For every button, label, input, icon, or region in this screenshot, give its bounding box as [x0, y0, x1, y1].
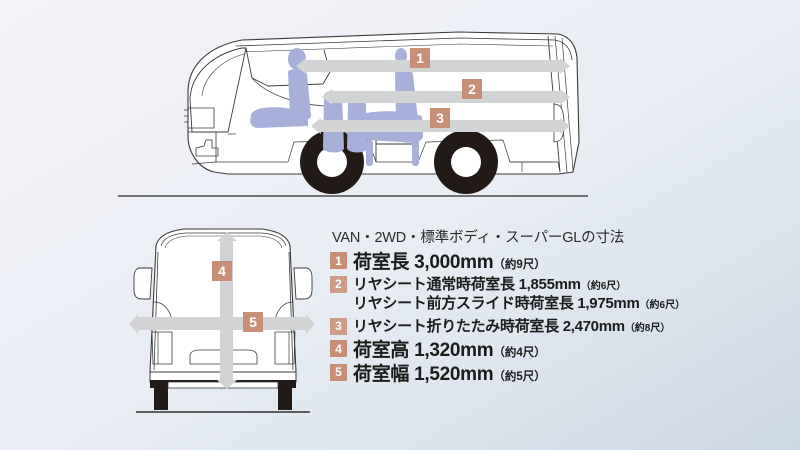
spec-label-4: 荷室高: [353, 340, 410, 362]
spec-row-1: 1 荷室長 3,000mm（約9尺）: [330, 252, 790, 274]
spec-row-2: 2 リヤシート通常時荷室長 1,855mm（約6尺）: [330, 275, 790, 294]
spec-text-1: 荷室長 3,000mm（約9尺）: [353, 252, 546, 274]
spec-badge-5: 5: [330, 363, 347, 381]
spec-value-3: 2,470mm: [562, 317, 625, 335]
spec-badge-3: 3: [330, 317, 347, 335]
spec-text-2: リヤシート通常時荷室長 1,855mm（約6尺）: [353, 276, 626, 294]
marker-badge-4: 4: [212, 261, 232, 281]
spec-text-2b: リヤシート前方スライド時荷室長 1,975mm（約6尺）: [353, 295, 685, 313]
spec-value-2b: 1,975mm: [577, 295, 640, 313]
spec-value-5: 1,520mm: [414, 363, 494, 385]
spec-note-1: （約9尺）: [493, 259, 546, 271]
spec-label-3: リヤシート折りたたみ時荷室長: [353, 317, 559, 335]
rear-wheel: [434, 130, 498, 194]
spec-badge-2: 2: [330, 275, 347, 293]
spec-value-2: 1,855mm: [518, 275, 581, 293]
spec-row-2b: リヤシート前方スライド時荷室長 1,975mm（約6尺）: [353, 295, 790, 313]
spec-row-3: 3 リヤシート折りたたみ時荷室長 2,470mm（約8尺）: [330, 317, 790, 336]
rear-right-tire: [278, 382, 292, 410]
spec-label-2b: リヤシート前方スライド時荷室長: [353, 295, 574, 313]
marker-badge-1: 1: [410, 48, 430, 68]
spec-text-4: 荷室高 1,320mm（約4尺）: [353, 340, 546, 362]
rear-left-tire: [154, 382, 168, 410]
spec-note-2b: （約6尺）: [639, 300, 686, 312]
spec-text-5: 荷室幅 1,520mm（約5尺）: [353, 364, 546, 386]
spec-note-4: （約4尺）: [493, 347, 546, 360]
spec-label-5: 荷室幅: [353, 363, 410, 385]
marker-badge-5: 5: [243, 312, 263, 332]
spec-value-1: 3,000mm: [414, 252, 494, 273]
van-side-view-illustration: [118, 31, 588, 197]
spec-badge-1: 1: [330, 252, 347, 269]
spec-row-5: 5 荷室幅 1,520mm（約5尺）: [330, 363, 790, 386]
spec-label-1: 荷室長: [353, 252, 410, 273]
spec-value-4: 1,320mm: [414, 340, 494, 362]
marker-badge-2: 2: [462, 79, 482, 99]
spec-row-4: 4 荷室高 1,320mm（約4尺）: [330, 340, 790, 362]
dimension-arrow-5: [138, 317, 306, 330]
marker-badge-3: 3: [430, 108, 450, 128]
spec-text-3: リヤシート折りたたみ時荷室長 2,470mm（約8尺）: [353, 318, 670, 336]
spec-note-5: （約5尺）: [493, 370, 546, 383]
spec-note-3: （約8尺）: [624, 322, 671, 334]
spec-title: VAN・2WD・標準ボディ・スーパーGLの寸法: [332, 230, 625, 246]
spec-badge-4: 4: [330, 340, 347, 358]
specifications-panel: VAN・2WD・標準ボディ・スーパーGLの寸法 1 荷室長 3,000mm（約9…: [330, 226, 790, 388]
dimension-arrow-1: [296, 58, 570, 74]
dimension-arrow-2: [322, 89, 570, 105]
spec-note-2: （約6尺）: [580, 280, 627, 292]
spec-label-2: リヤシート通常時荷室長: [353, 275, 515, 293]
